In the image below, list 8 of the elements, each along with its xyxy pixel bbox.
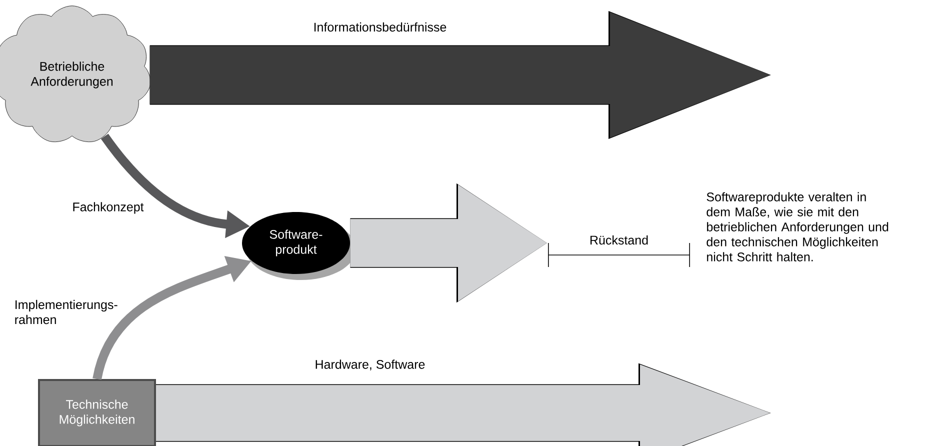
edge-label: Fachkonzept: [73, 202, 144, 214]
dimension-label: Rückstand: [590, 235, 648, 245]
edge-label: Implementierungs- rahmen: [15, 300, 118, 324]
edge-label: Hardware, Software: [316, 360, 425, 370]
process-box: Technische Möglichkeiten: [38, 379, 156, 446]
note-text: Softwareprodukte veralten in dem Maße, wie sie mit den betrieblichen Anforderungen und den technischen Möglichkeiten nicht Schritt halten.: [706, 192, 888, 262]
ellipse-node: Software- produkt: [242, 212, 350, 274]
edge-label: Informationsbedürfnisse: [314, 22, 446, 32]
